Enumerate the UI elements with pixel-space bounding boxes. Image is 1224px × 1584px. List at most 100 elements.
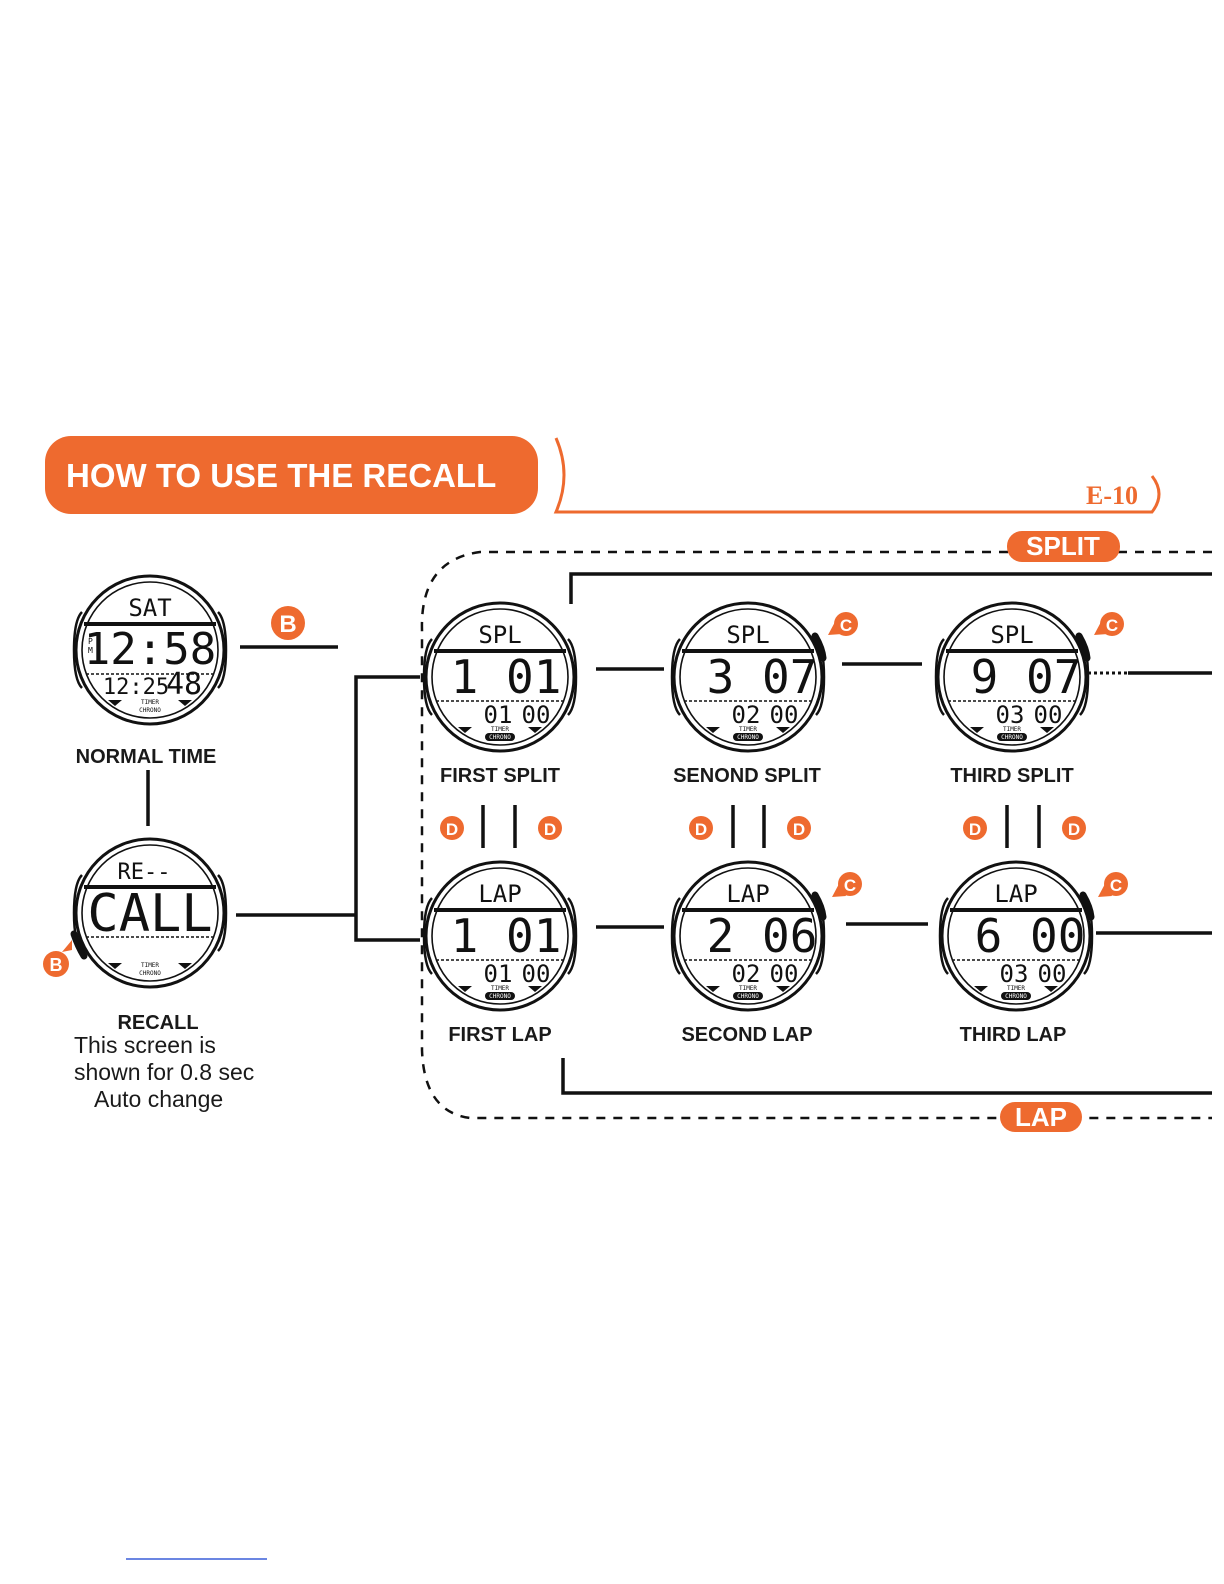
lap-time: 2 06 <box>707 909 818 963</box>
mode-timer: TIMER <box>491 985 509 992</box>
caption-third-split: THIRD SPLIT <box>950 765 1073 787</box>
mode-chrono: CHRONO <box>139 707 161 714</box>
caption-third-lap: THIRD LAP <box>960 1024 1067 1046</box>
b-button-badge-2: B <box>43 951 69 977</box>
svg-text:C: C <box>1106 616 1118 635</box>
watch-first-split: SPL 1 01 01 00 TIMER CHRONO <box>422 601 578 753</box>
svg-text:LAP: LAP <box>1015 1102 1067 1132</box>
lap-number: 02 <box>732 960 761 988</box>
d-button-badge-2: D <box>538 816 562 840</box>
lap-time: 6 00 <box>975 909 1086 963</box>
watch-first-lap: LAP 1 01 01 00 TIMER CHRONO <box>422 860 578 1012</box>
mode-chrono: CHRONO <box>1001 734 1023 741</box>
recall-top: RE-- <box>118 860 171 885</box>
lap-hundredths: 00 <box>1038 960 1067 988</box>
lap-hundredths: 00 <box>770 960 799 988</box>
lap-region-label: LAP <box>1000 1102 1082 1132</box>
lap-time: 1 01 <box>451 909 562 963</box>
svg-text:D: D <box>969 820 981 839</box>
recall-note-line3: Auto change <box>94 1086 223 1112</box>
caption-recall: RECALL <box>117 1012 198 1034</box>
split-number: 01 <box>484 701 513 729</box>
mode-chrono: CHRONO <box>489 993 511 1000</box>
d-button-badge-1: D <box>440 816 464 840</box>
mode-timer: TIMER <box>739 726 757 733</box>
split-hundredths: 00 <box>522 701 551 729</box>
c-button-badge-4: C <box>1098 872 1128 897</box>
svg-text:B: B <box>279 611 296 638</box>
arrow-icon <box>62 940 72 952</box>
svg-text:D: D <box>544 820 556 839</box>
recall-note-line2: shown for 0.8 sec <box>74 1059 254 1085</box>
d-button-badge-4: D <box>787 816 811 840</box>
mode-chrono: CHRONO <box>737 993 759 1000</box>
svg-text:D: D <box>793 820 805 839</box>
svg-text:SPLIT: SPLIT <box>1026 531 1100 561</box>
split-region-label: SPLIT <box>1007 531 1120 562</box>
watch-recall: RE-- CALL TIMER CHRONO <box>72 837 228 989</box>
mode-chrono: CHRONO <box>1005 993 1027 1000</box>
recall-note-line1: This screen is <box>74 1032 216 1058</box>
svg-text:B: B <box>50 955 63 975</box>
split-hundredths: 00 <box>1034 701 1063 729</box>
split-time: 1 01 <box>451 650 562 704</box>
split-number: 02 <box>732 701 761 729</box>
watch-second-split: SPL 3 07 02 00 TIMER CHRONO <box>670 601 826 753</box>
mode-timer: TIMER <box>141 962 159 969</box>
normal-main-time: 12:58 <box>84 624 216 675</box>
caption-normal-time: NORMAL TIME <box>76 746 217 768</box>
caption-second-lap: SECOND LAP <box>681 1024 812 1046</box>
svg-text:C: C <box>840 616 852 635</box>
split-time: 9 07 <box>971 650 1082 704</box>
mode-timer: TIMER <box>1007 985 1025 992</box>
page-number: E-10 <box>1086 481 1138 510</box>
split-number: 03 <box>996 701 1025 729</box>
lap-number: 03 <box>1000 960 1029 988</box>
flow-connectors <box>146 572 1212 1095</box>
mode-timer: TIMER <box>1003 726 1021 733</box>
header-bracket <box>553 437 1161 514</box>
display-mode: SPL <box>478 621 521 649</box>
display-mode: SPL <box>990 621 1033 649</box>
mode-timer: TIMER <box>491 726 509 733</box>
svg-text:C: C <box>1110 876 1122 895</box>
d-button-badge-3: D <box>689 816 713 840</box>
display-mode: LAP <box>994 880 1037 908</box>
pm-indicator-p: P <box>88 637 93 646</box>
header-banner: HOW TO USE THE RECALL E-10 <box>45 436 1161 514</box>
title-pill <box>45 436 538 514</box>
c-button-badge-1: C <box>828 612 858 636</box>
svg-text:C: C <box>844 876 856 895</box>
watch-third-lap: LAP 6 00 03 00 TIMER CHRONO <box>938 860 1094 1012</box>
mode-chrono: CHRONO <box>737 734 759 741</box>
c-button-badge-3: C <box>832 872 862 897</box>
pm-indicator-m: M <box>88 646 93 655</box>
b-button-badge-1: B <box>271 606 305 640</box>
page-title: HOW TO USE THE RECALL <box>66 457 496 494</box>
display-mode: LAP <box>478 880 521 908</box>
display-mode: SPL <box>726 621 769 649</box>
svg-text:D: D <box>695 820 707 839</box>
watch-normal-time: SAT P M 12:58 12:25 48 TIMER CHRONO <box>72 574 228 726</box>
watch-third-split: SPL 9 07 03 00 TIMER CHRONO <box>934 601 1090 753</box>
mode-timer: TIMER <box>739 985 757 992</box>
region-boundary <box>420 550 1212 1120</box>
recall-main: CALL <box>87 884 212 944</box>
normal-day: SAT <box>128 594 171 622</box>
d-button-badge-6: D <box>1062 816 1086 840</box>
mode-chrono: CHRONO <box>489 734 511 741</box>
split-time: 3 07 <box>707 650 818 704</box>
display-mode: LAP <box>726 880 769 908</box>
lap-number: 01 <box>484 960 513 988</box>
watch-second-lap: LAP 2 06 02 00 TIMER CHRONO <box>670 860 826 1012</box>
lap-hundredths: 00 <box>522 960 551 988</box>
caption-second-split: SENOND SPLIT <box>673 765 821 787</box>
mode-timer: TIMER <box>141 699 159 706</box>
caption-first-split: FIRST SPLIT <box>440 765 560 787</box>
caption-first-lap: FIRST LAP <box>448 1024 551 1046</box>
normal-seconds: 48 <box>166 667 202 702</box>
normal-date: 12:25 <box>103 675 169 700</box>
mode-chrono: CHRONO <box>139 970 161 977</box>
split-hundredths: 00 <box>770 701 799 729</box>
